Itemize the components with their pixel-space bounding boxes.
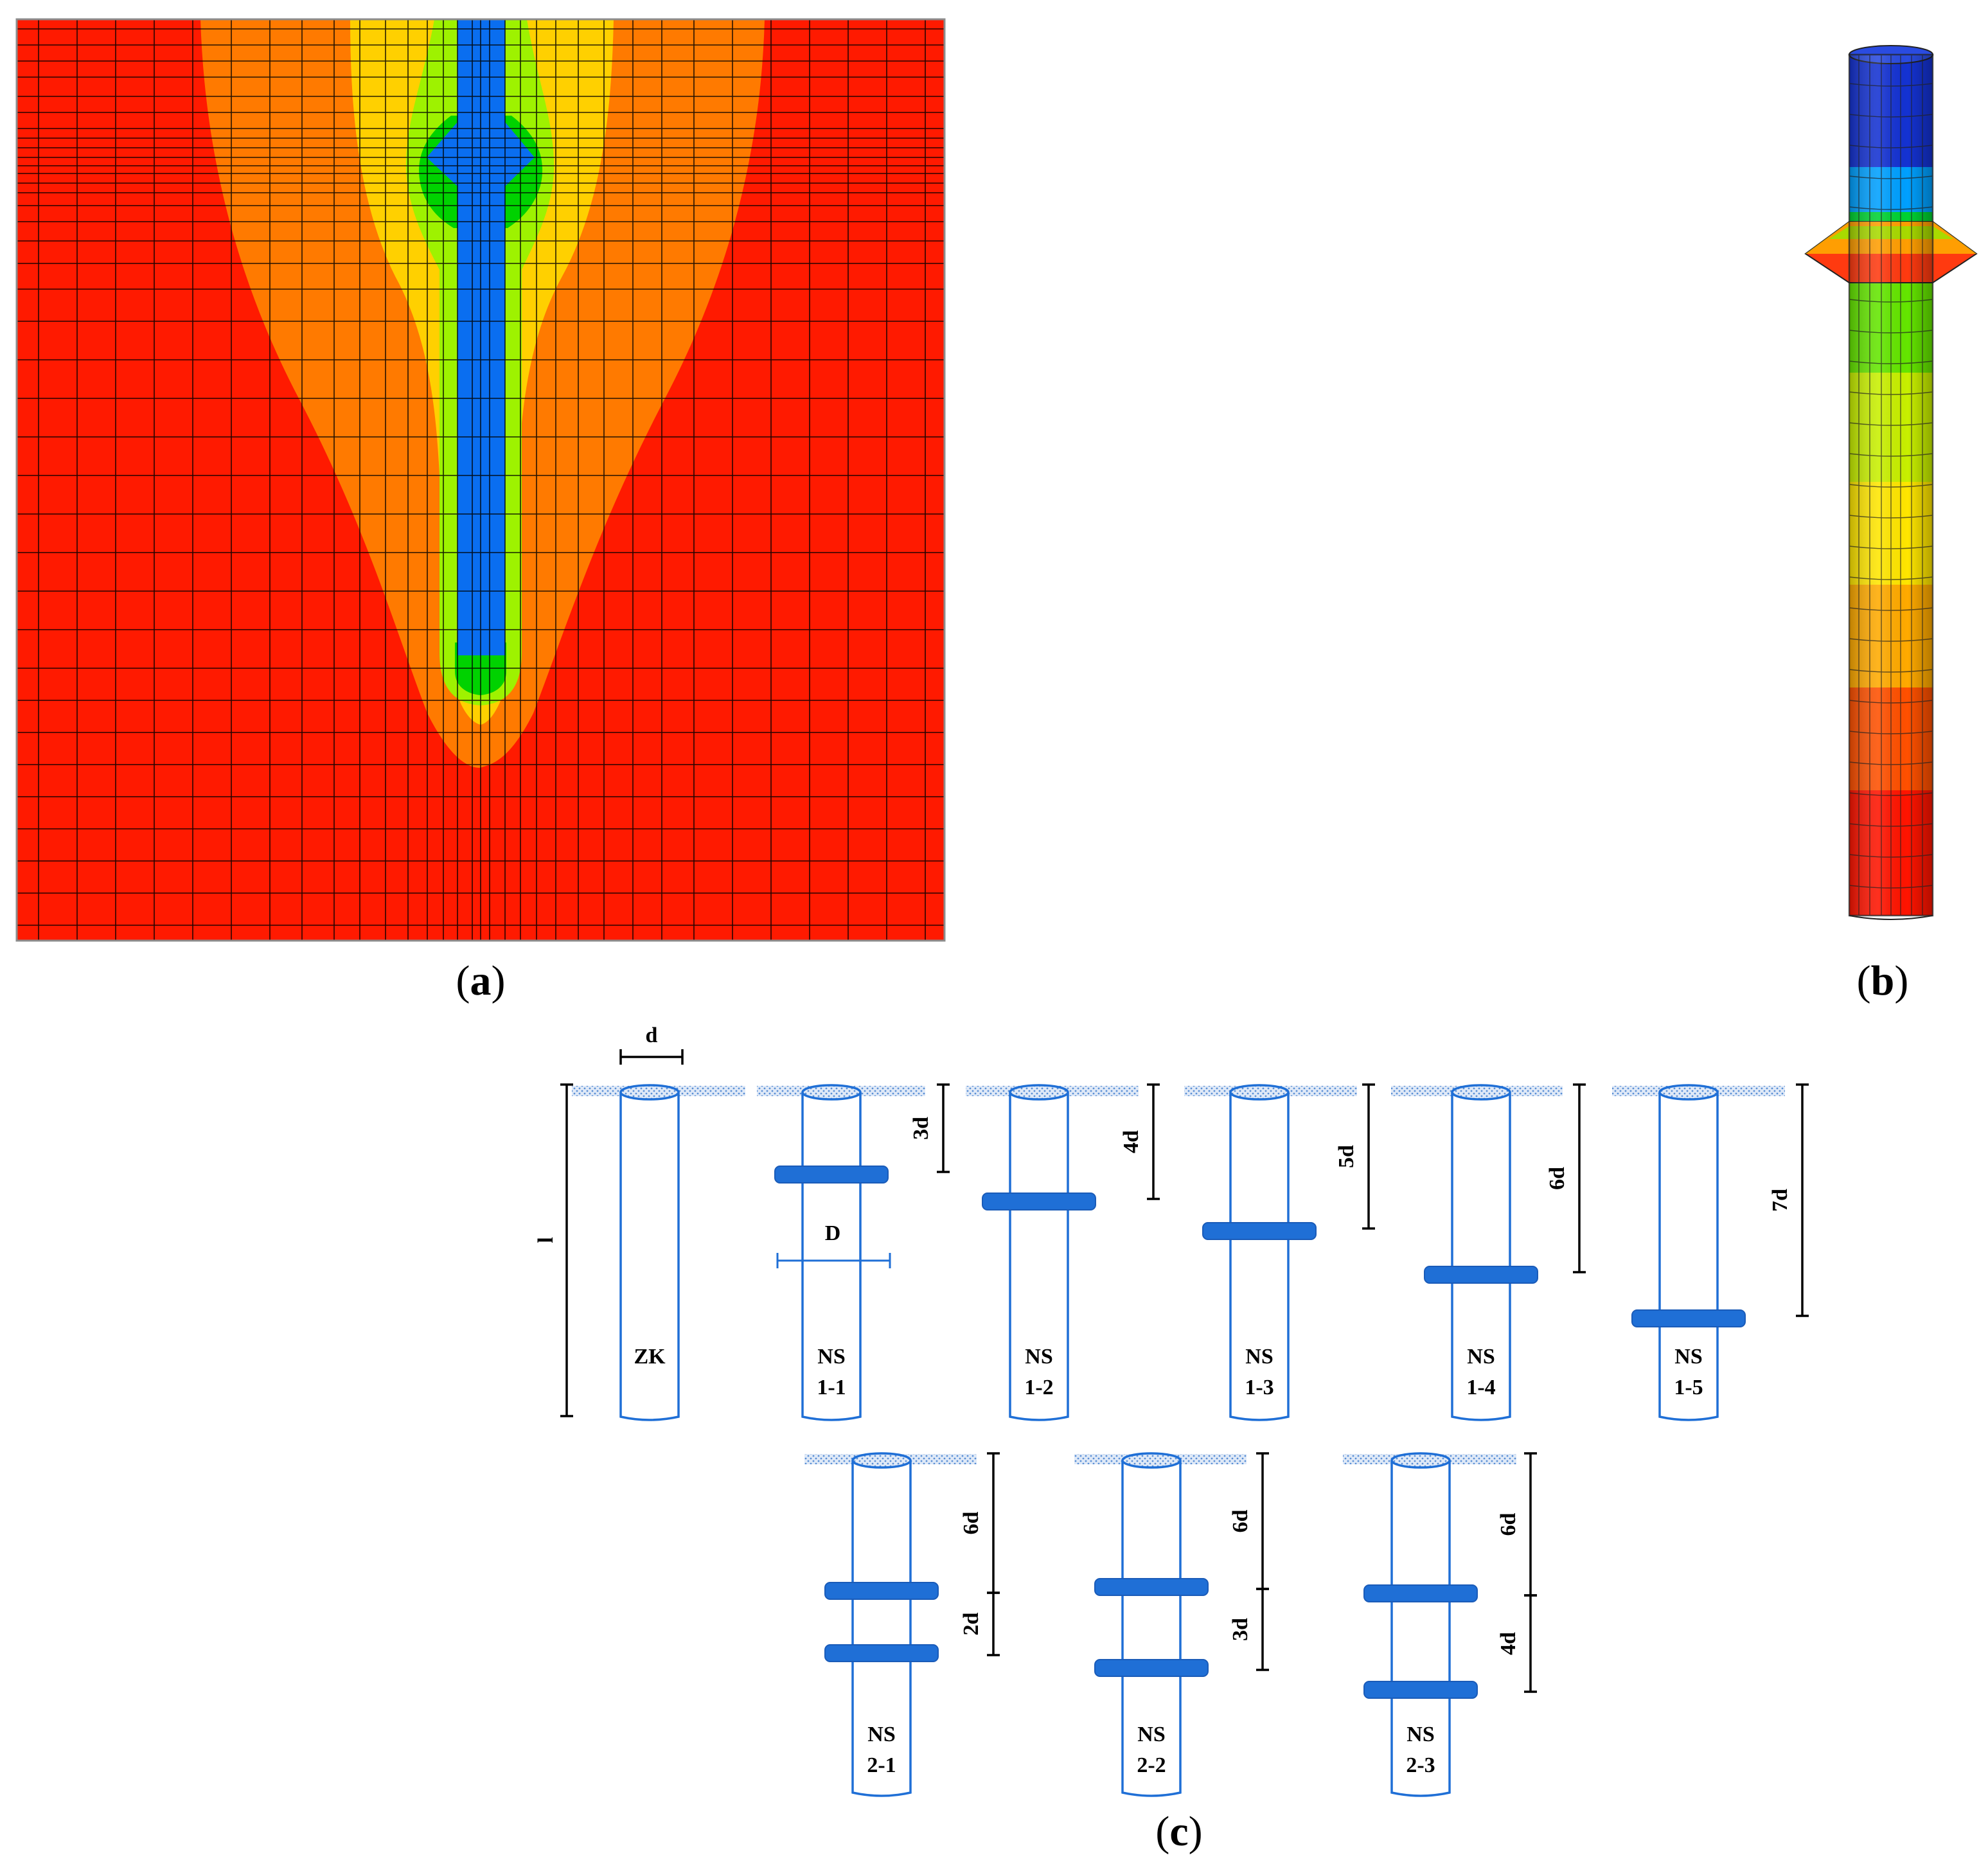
pile-label-number: 1-5 [1674, 1376, 1703, 1399]
pile-label: NS [1467, 1345, 1495, 1369]
dimension-label: 6d [1229, 1509, 1252, 1532]
pile-label-number: 1-4 [1466, 1376, 1495, 1399]
mesh-line [1849, 607, 1933, 611]
mesh-line [1849, 83, 1933, 87]
dimension-label: 6d [1545, 1167, 1569, 1190]
dimension-label-l: l [534, 1237, 558, 1243]
pile-shaft [801, 1092, 862, 1421]
mesh-line [1849, 638, 1933, 642]
pile-shaft [851, 1460, 912, 1797]
pile-shaft [1658, 1092, 1719, 1421]
dimension-label: 2d [959, 1612, 983, 1635]
pile-label: NS [1025, 1345, 1052, 1369]
pile-head [1451, 1084, 1511, 1101]
mesh-line [1849, 669, 1933, 673]
mesh-line [1849, 792, 1933, 796]
dimension-label: 3d [909, 1117, 933, 1140]
mesh-line [1849, 761, 1933, 765]
panel-b-pile-stress: (b) [1804, 45, 1978, 1004]
mesh-line [1849, 576, 1933, 580]
pile-head [1121, 1452, 1182, 1469]
pile-shaft [1009, 1092, 1069, 1421]
mesh-line [1849, 145, 1933, 148]
pile-head [1390, 1452, 1451, 1469]
pile-head [619, 1084, 680, 1101]
pile-label: NS [1245, 1345, 1273, 1369]
disc-plate [774, 1166, 889, 1184]
pile-label-number: 2-1 [867, 1753, 896, 1777]
mesh-line [1849, 360, 1933, 364]
mesh-line [1849, 299, 1933, 303]
pile-bottom-edge [1849, 915, 1933, 920]
mesh-line [1849, 330, 1933, 333]
dimension-label-d: d [646, 1024, 658, 1047]
pile-shaft [1390, 1460, 1451, 1797]
mesh-line [1849, 422, 1933, 426]
disc-plate [1631, 1309, 1746, 1327]
pile-label: NS [1674, 1345, 1702, 1369]
pile-head [1229, 1084, 1290, 1101]
pile-label: NS [1407, 1723, 1434, 1746]
pile-shaft [1229, 1092, 1290, 1421]
disc-plate [1363, 1584, 1478, 1602]
disc-plate [1094, 1578, 1209, 1596]
pile-label: NS [817, 1345, 845, 1369]
pile-mesh [1848, 53, 1934, 917]
mesh-line [1849, 700, 1933, 704]
caption-b: (b) [1857, 957, 1909, 1004]
dimension-label-D: D [825, 1221, 841, 1245]
pile-label-number: 1-2 [1024, 1376, 1053, 1399]
disc-plate [1424, 1266, 1538, 1284]
dimension-label: 4d [1119, 1130, 1143, 1153]
mesh-line [1849, 175, 1933, 179]
pile-head [801, 1084, 862, 1101]
mesh-line [1849, 731, 1933, 734]
pile-head [1658, 1084, 1719, 1101]
mesh-line [1849, 484, 1933, 488]
caption-a: (a) [456, 957, 506, 1004]
disc-plate [982, 1193, 1096, 1210]
pile-shaft [1121, 1460, 1182, 1797]
disc-plate [824, 1644, 939, 1662]
dimension-label: 3d [1229, 1618, 1252, 1641]
pile-head [851, 1452, 912, 1469]
caption-c: (c) [1155, 1808, 1202, 1855]
mesh-line [1849, 545, 1933, 549]
disc-plate [1202, 1222, 1317, 1240]
pile-head [1009, 1084, 1069, 1101]
mesh-line [1849, 515, 1933, 519]
dimension-label: 5d [1335, 1145, 1358, 1168]
pile-label-number: 1-3 [1245, 1376, 1274, 1399]
pile-label-number: 2-3 [1406, 1753, 1435, 1777]
disc-plate [1094, 1659, 1209, 1677]
mesh-line [1849, 206, 1933, 210]
pile-label: NS [1137, 1723, 1165, 1746]
dimension-label: 6d [1496, 1512, 1520, 1536]
mesh-line [1849, 885, 1933, 889]
dimension-label: 4d [1496, 1632, 1520, 1655]
mesh-line [1849, 854, 1933, 858]
pile-shaft [619, 1092, 680, 1421]
pile-label: NS [867, 1723, 895, 1746]
disc-plate [1363, 1681, 1478, 1699]
mesh-line [1849, 114, 1933, 118]
mesh-line [1849, 453, 1933, 457]
mesh-line [1849, 823, 1933, 827]
pile-label-number: 1-1 [817, 1376, 846, 1399]
dimension-label: 7d [1768, 1189, 1792, 1212]
pile-outline [1848, 53, 1934, 917]
pile-label: ZK [634, 1345, 666, 1369]
mesh-line [1849, 391, 1933, 395]
disc-plate [824, 1582, 939, 1600]
mesh-grid [17, 19, 945, 941]
dimension-label: 6d [959, 1511, 983, 1534]
pile-shaft [1451, 1092, 1511, 1421]
panel-a-contour-plot: (a) [15, 18, 946, 1004]
pile-label-number: 2-2 [1137, 1753, 1166, 1777]
